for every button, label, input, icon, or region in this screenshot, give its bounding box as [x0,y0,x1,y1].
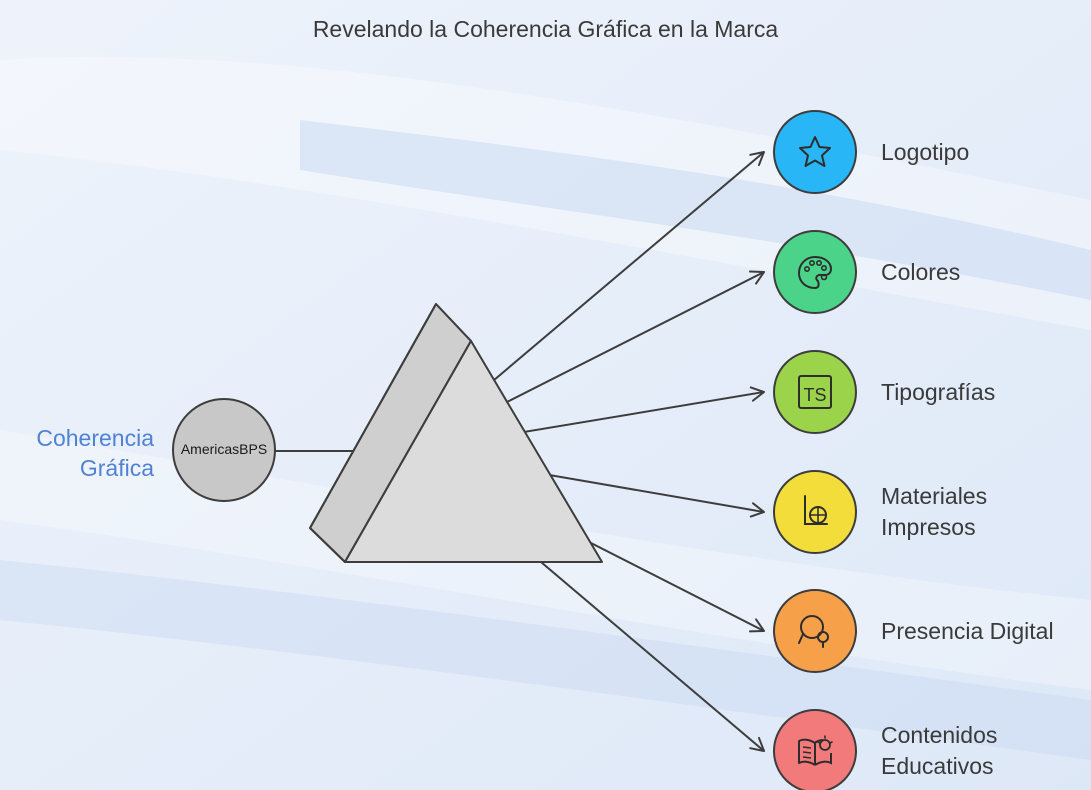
side-label: Coherencia Gráfica [8,423,154,483]
output-label-line: Educativos [881,753,994,779]
output-circle-3 [773,470,857,554]
arrowhead-5 [749,736,765,752]
output-label-line: Contenidos [881,722,998,748]
source-label: AmericasBPS [180,441,268,457]
output-nodes: TS [773,110,857,790]
prism [309,303,603,563]
arrowhead-4 [749,618,765,633]
output-label-4: Presencia Digital [881,616,1054,647]
output-circle-0 [773,110,857,194]
output-circle-2 [773,350,857,434]
output-node-4 [773,589,857,673]
svg-text:TS: TS [803,385,826,405]
output-label-1: Colores [881,257,960,288]
typescript-icon: TS [798,375,832,409]
print-material-icon [804,495,828,525]
output-label-2: Tipografías [881,377,995,408]
palette-icon [798,256,832,289]
output-label-line: Tipografías [881,378,996,405]
output-node-2: TS [773,350,857,434]
output-node-0 [773,110,857,194]
arrowhead-0 [749,151,765,167]
output-label-line: Logotipo [881,138,970,165]
output-label-0: Logotipo [881,137,969,168]
source-node [172,398,276,502]
output-label-line: Materiales [881,483,988,509]
side-label-line1: Coherencia [36,425,154,451]
arrowhead-1 [749,270,765,285]
search-person-icon [798,615,829,648]
book-idea-icon [798,735,833,766]
output-node-5 [773,709,857,790]
star-icon [799,136,831,167]
output-label-line: Colores [881,258,961,285]
output-node-3 [773,470,857,554]
output-label-line: Impresos [881,514,976,540]
arrowhead-3 [749,502,765,518]
side-label-line2: Gráfica [79,455,154,481]
diagram-title: Revelando la Coherencia Gráfica en la Ma… [312,16,779,42]
source-circle [172,398,276,502]
arrowhead-2 [749,386,765,402]
output-label-line: Presencia Digital [881,617,1054,644]
output-node-1 [773,230,857,314]
output-circle-4 [773,589,857,673]
arrowheads [749,151,765,752]
prism-front-face [344,340,603,563]
output-circle-1 [773,230,857,314]
